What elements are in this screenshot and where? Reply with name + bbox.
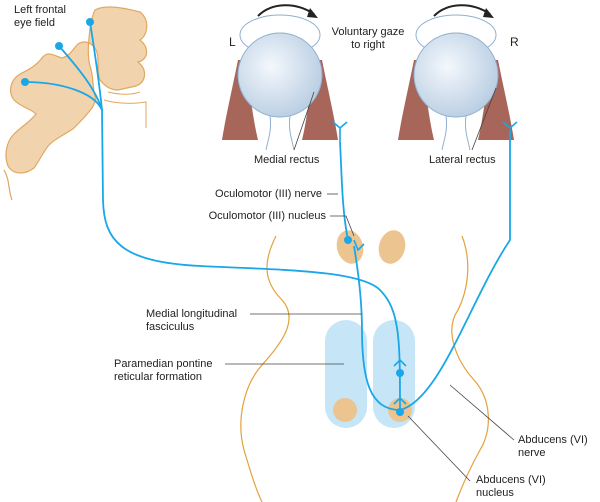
label-medial-longitudinal-fasciculus: Medial longitudinal fasciculus <box>146 308 237 334</box>
left-eye <box>222 14 338 151</box>
label-line: nucleus <box>476 487 514 499</box>
label-abducens-nucleus: Abducens (VI) nucleus <box>476 474 546 500</box>
label-line: fasciculus <box>146 321 195 333</box>
label-line: to right <box>351 39 385 51</box>
synapse-forks <box>332 121 518 405</box>
label-line: Abducens (VI) <box>476 474 546 486</box>
label-oculomotor-nucleus: Oculomotor (III) nucleus <box>208 210 326 222</box>
gaze-arrow-right <box>433 4 494 18</box>
label-line: Medial longitudinal <box>146 308 238 320</box>
label-left-eye: L <box>229 35 236 49</box>
label-line: Left frontal <box>14 4 66 16</box>
label-pprf: Paramedian pontine reticular formation <box>114 358 212 384</box>
label-line: eye field <box>14 17 55 29</box>
label-line: Voluntary gaze <box>331 26 405 38</box>
label-abducens-nerve: Abducens (VI) nerve <box>518 434 588 460</box>
label-line: reticular formation <box>114 371 203 383</box>
label-line: Abducens (VI) <box>518 434 588 446</box>
label-line: nerve <box>518 447 546 459</box>
gaze-arrow-left <box>257 4 318 18</box>
frontal-cortex <box>3 6 148 201</box>
right-eye <box>398 14 514 151</box>
neural-pathways <box>24 21 511 411</box>
pathway-nodes <box>21 18 404 416</box>
brainstem-outline <box>240 235 489 502</box>
label-frontal-eye-field: Left frontal eye field <box>14 4 66 30</box>
label-right-eye: R <box>510 35 519 49</box>
label-medial-rectus: Medial rectus <box>254 154 320 166</box>
leader-lines <box>225 87 515 482</box>
label-voluntary-gaze: Voluntary gaze to right <box>330 26 406 52</box>
label-oculomotor-nerve: Oculomotor (III) nerve <box>215 188 322 200</box>
label-lateral-rectus: Lateral rectus <box>429 154 496 166</box>
label-line: Paramedian pontine <box>114 358 213 370</box>
